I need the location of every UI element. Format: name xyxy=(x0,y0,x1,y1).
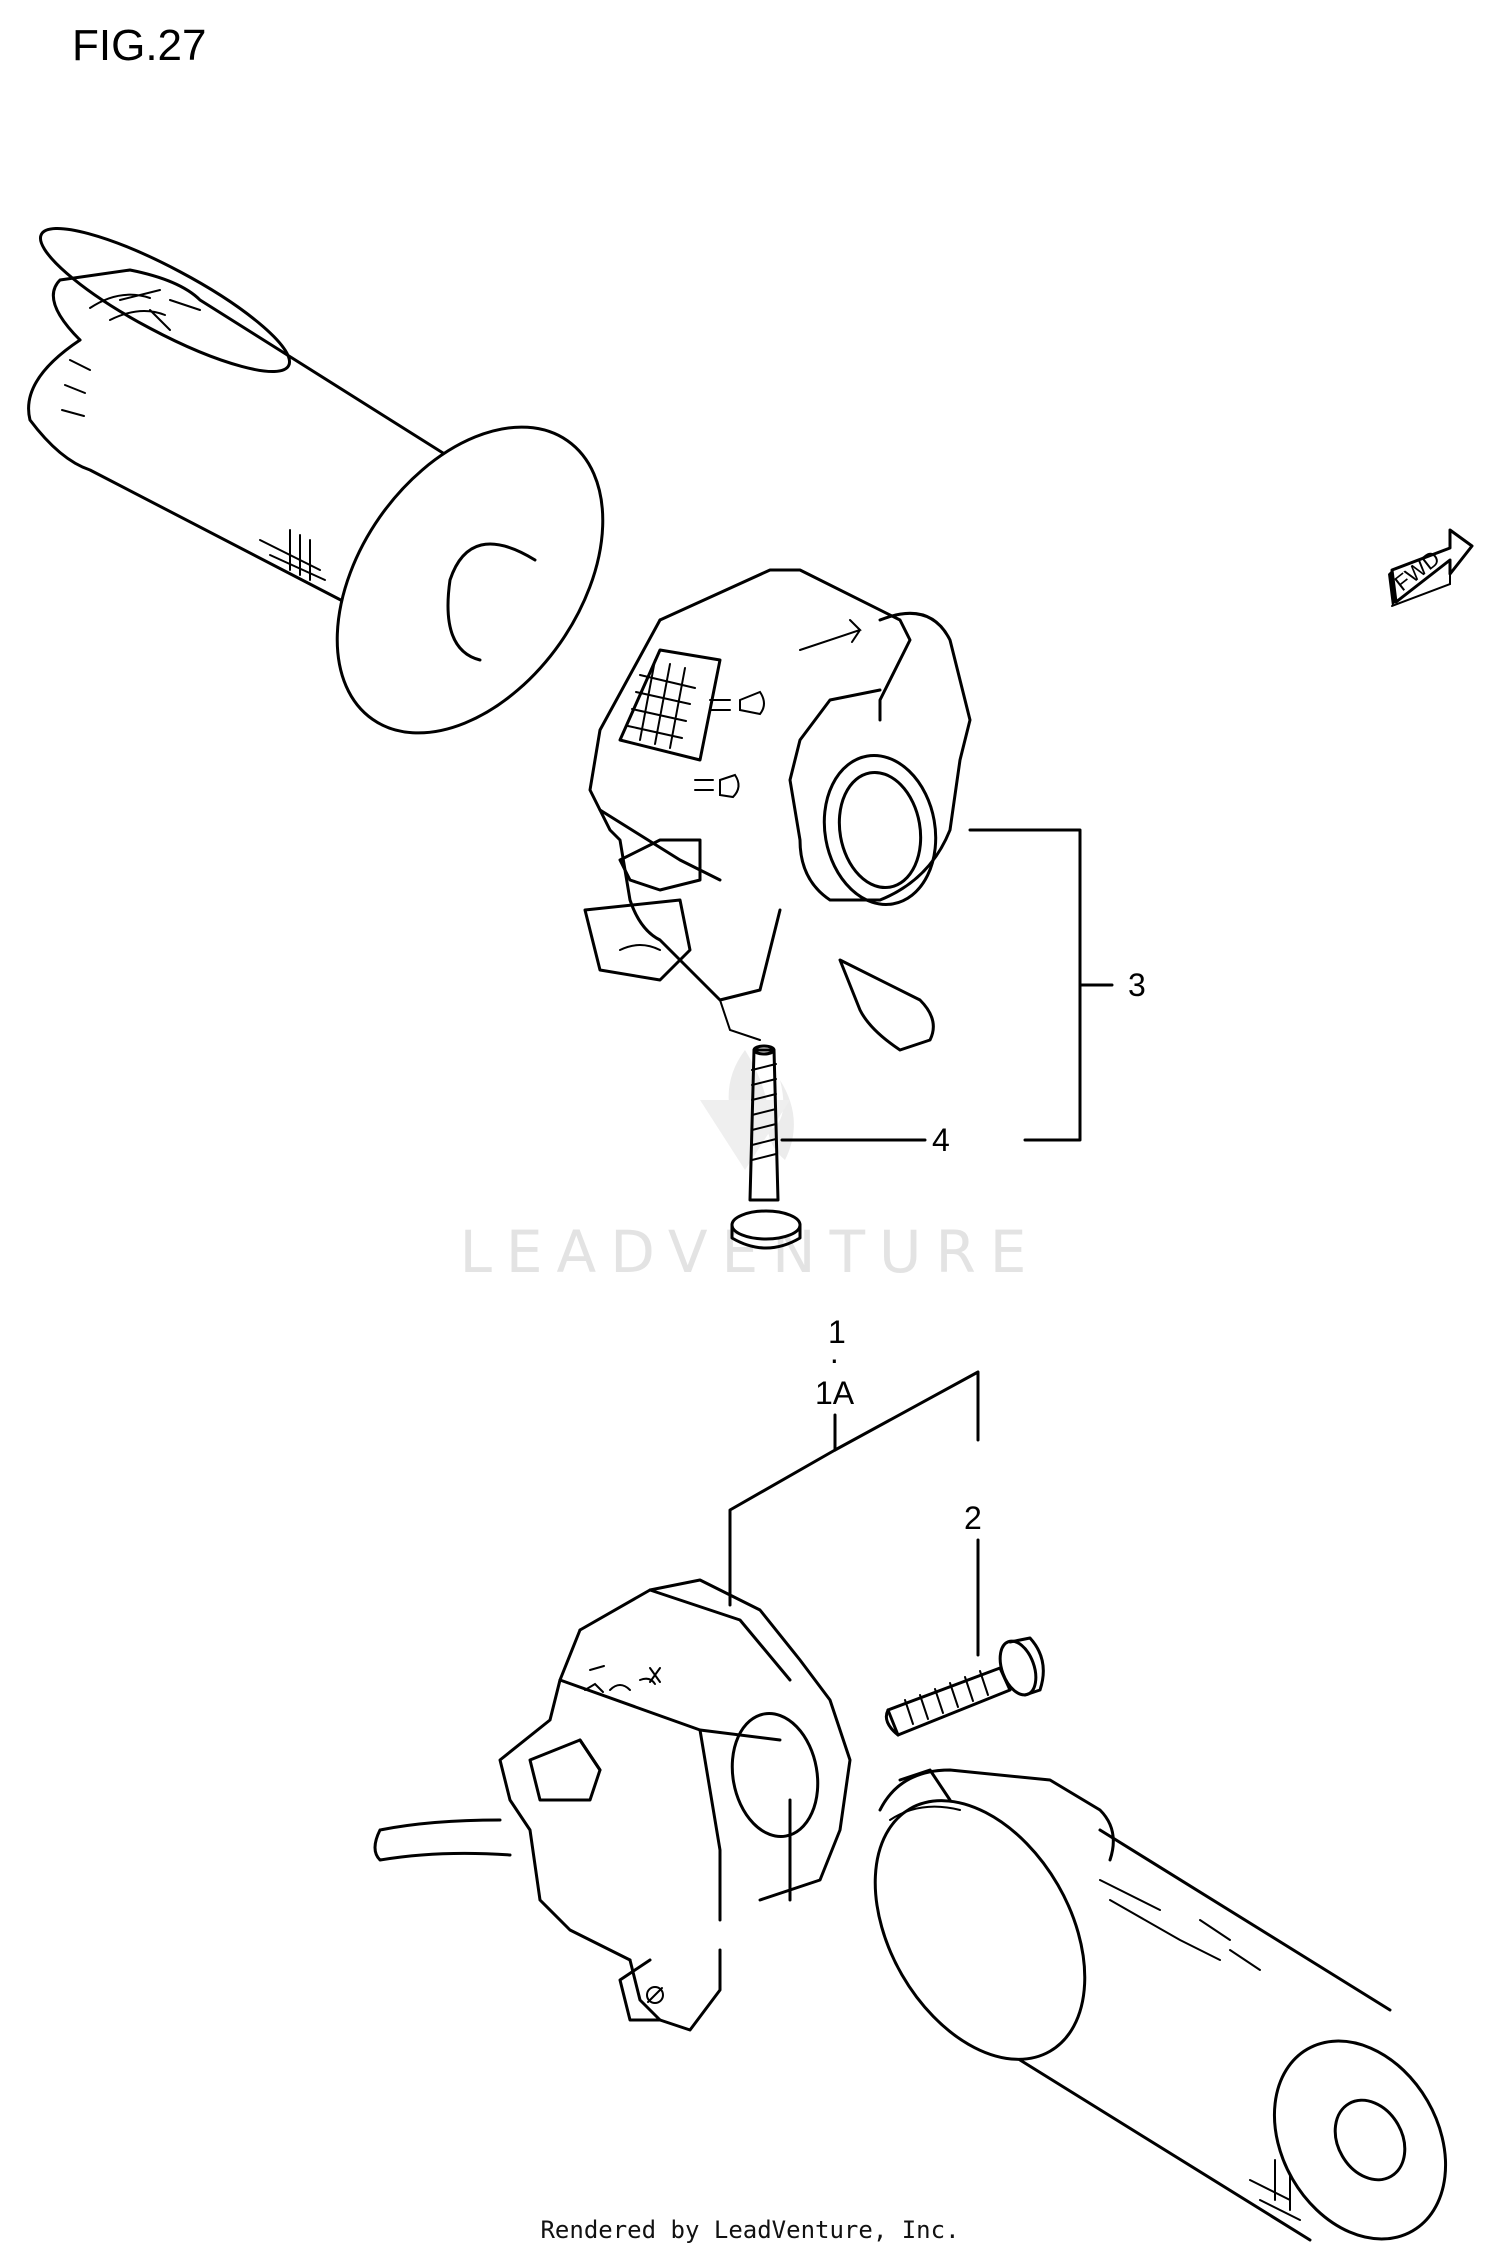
left-switch-housing-drawing xyxy=(373,1578,852,2032)
screw-part-2-drawing xyxy=(884,1636,1045,1737)
footer-credit: Rendered by LeadVenture, Inc. xyxy=(540,2216,959,2244)
screw-part-4-drawing xyxy=(730,1044,802,1250)
figure-title: FIG.27 xyxy=(72,21,207,70)
callout-dot: · xyxy=(829,1341,840,1377)
leader-lines-lower xyxy=(728,1370,980,1657)
callout-part-1: 1 xyxy=(828,1314,846,1350)
fwd-arrow-icon: FWD xyxy=(1388,528,1474,607)
callout-part-3: 3 xyxy=(1128,967,1146,1003)
right-switch-housing-drawing xyxy=(583,568,972,1052)
callout-part-1a: 1A xyxy=(815,1375,855,1411)
right-grip-drawing xyxy=(873,1768,1448,2242)
left-grip-drawing xyxy=(27,226,605,735)
callout-part-2: 2 xyxy=(964,1500,982,1536)
callout-part-4: 4 xyxy=(932,1122,950,1158)
leader-lines-upper xyxy=(780,828,1114,1142)
